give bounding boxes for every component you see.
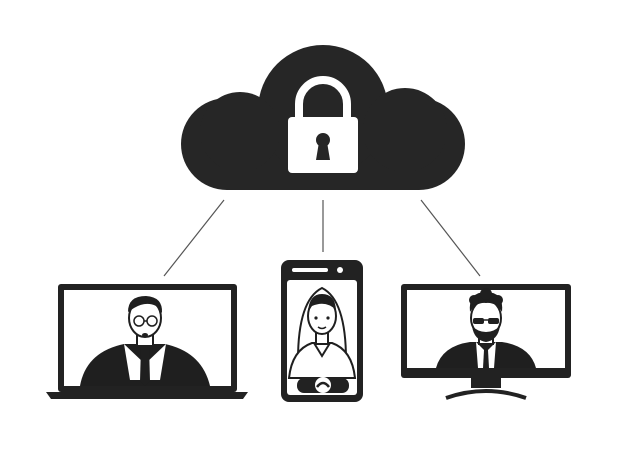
padlock-icon bbox=[288, 76, 358, 173]
end-call-button[interactable] bbox=[315, 377, 331, 393]
laptop-base bbox=[46, 392, 248, 399]
avatar-man-sunglasses bbox=[436, 288, 536, 368]
phone-camera bbox=[337, 267, 343, 273]
monitor-neck bbox=[471, 378, 501, 388]
connection-line-laptop bbox=[163, 199, 225, 277]
phone-status-bar bbox=[292, 268, 328, 272]
smartphone-device bbox=[281, 260, 363, 402]
connection-lines bbox=[163, 199, 481, 277]
connection-line-monitor bbox=[420, 199, 481, 277]
laptop-device bbox=[46, 284, 248, 399]
avatar-woman bbox=[287, 286, 357, 379]
monitor-device bbox=[401, 284, 571, 400]
end-call-icon bbox=[316, 381, 330, 388]
monitor-stand bbox=[445, 389, 527, 400]
avatar-man-glasses bbox=[80, 296, 210, 386]
